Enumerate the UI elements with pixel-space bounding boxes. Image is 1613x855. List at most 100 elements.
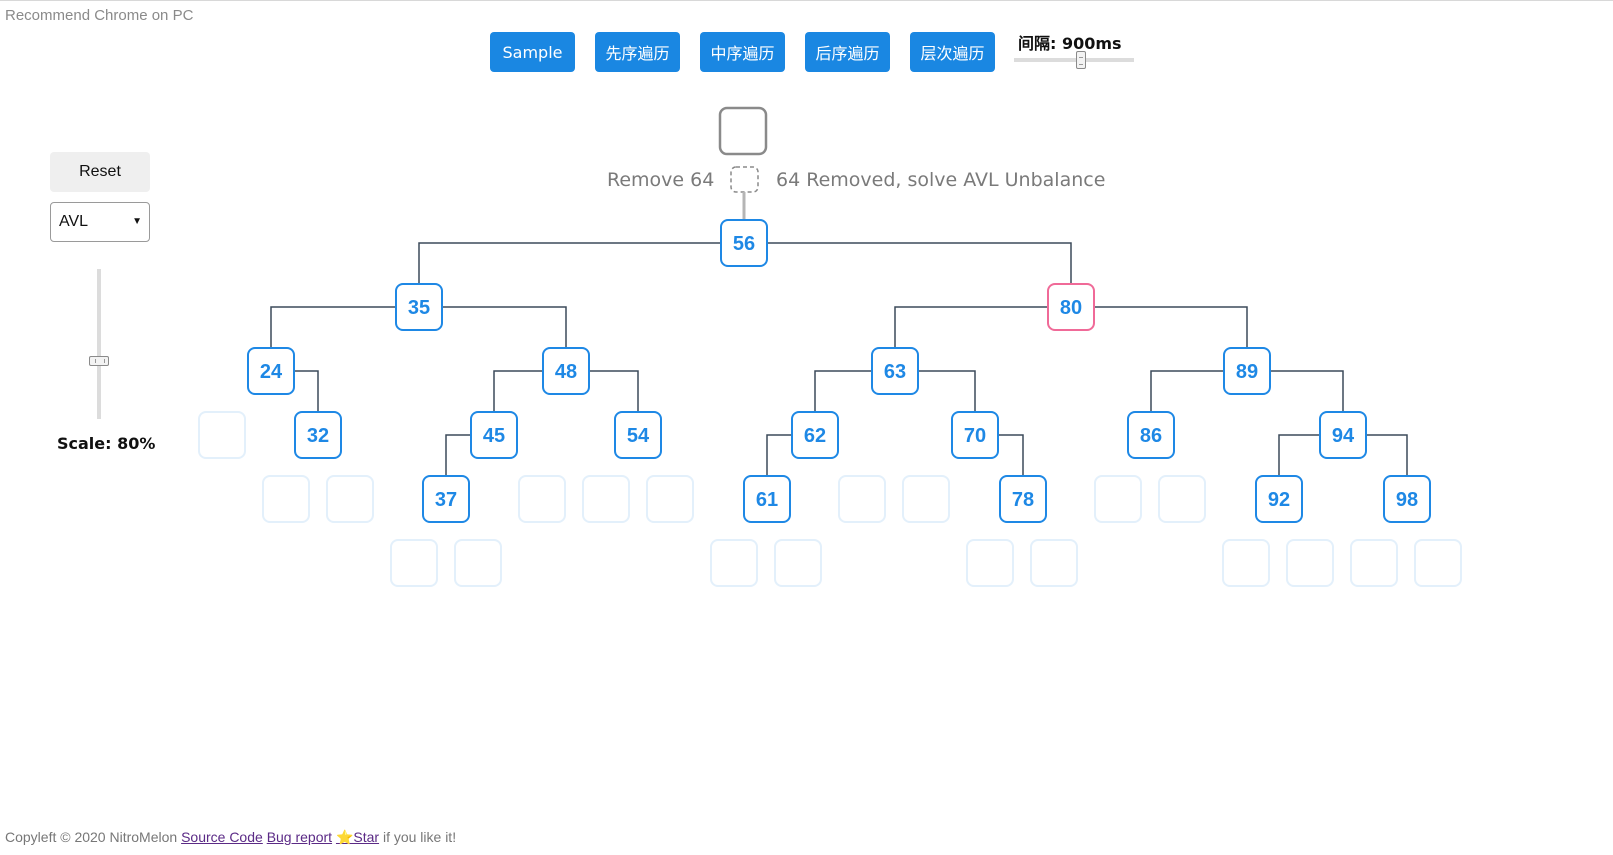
tree-node-box [999, 475, 1047, 523]
tree-node-value: 98 [1396, 489, 1418, 511]
footer: Copyleft © 2020 NitroMelon Source Code B… [5, 829, 456, 846]
tree-node-value: 32 [307, 425, 329, 447]
tree-node-box [1127, 411, 1175, 459]
tree-edge [1150, 370, 1224, 412]
tree-edge [294, 370, 319, 412]
tree-edge [418, 242, 721, 284]
empty-slot [326, 475, 374, 523]
empty-slot [902, 475, 950, 523]
star-link[interactable]: ⭐Star [335, 829, 380, 845]
tree-node[interactable]: 89 [1223, 347, 1271, 395]
tree-node-value: 94 [1332, 425, 1355, 447]
tree-node[interactable]: 78 [999, 475, 1047, 523]
reset-button[interactable]: Reset [50, 152, 150, 192]
tree-edge [589, 370, 639, 412]
tree-node-box [951, 411, 999, 459]
tree-edge [445, 434, 471, 476]
tree-type-select[interactable]: AVL ▼ [50, 202, 150, 242]
tree-node[interactable]: 62 [791, 411, 839, 459]
dropdown-arrow-icon: ▼ [132, 216, 142, 227]
tree-node-box [1047, 283, 1095, 331]
tree-node-box [614, 411, 662, 459]
empty-slot [454, 539, 502, 587]
tree-node[interactable]: 37 [422, 475, 470, 523]
tree-edge [442, 306, 567, 348]
interval-slider-thumb[interactable] [1076, 51, 1086, 69]
tree-node[interactable]: 61 [743, 475, 791, 523]
footer-copyright: Copyleft © 2020 NitroMelon [5, 829, 178, 845]
postorder-traversal-button[interactable]: 后序遍历 [805, 32, 890, 72]
empty-slot [262, 475, 310, 523]
interval-slider-track[interactable] [1014, 58, 1134, 62]
tree-edge [1270, 370, 1344, 412]
inorder-traversal-button[interactable]: 中序遍历 [700, 32, 785, 72]
tree-node[interactable]: 80 [1047, 283, 1095, 331]
tree-node-value: 45 [483, 425, 505, 447]
empty-slot [518, 475, 566, 523]
tree-node-value: 62 [804, 425, 826, 447]
tree-node-box [294, 411, 342, 459]
tree-node-box [422, 475, 470, 523]
tree-node-value: 24 [260, 361, 283, 383]
tree-node-value: 80 [1060, 297, 1082, 319]
tree-node-value: 54 [627, 425, 650, 447]
tree-node-box [470, 411, 518, 459]
tree-node[interactable]: 70 [951, 411, 999, 459]
status-message: 64 Removed, solve AVL Unbalance [776, 169, 1106, 191]
scale-slider-thumb[interactable] [89, 356, 109, 366]
footer-tail: if you like it! [382, 829, 457, 845]
empty-slot [1094, 475, 1142, 523]
tree-node[interactable]: 24 [247, 347, 295, 395]
tree-node-box [871, 347, 919, 395]
tree-node[interactable]: 63 [871, 347, 919, 395]
empty-slot [774, 539, 822, 587]
tree-node-box [1255, 475, 1303, 523]
tree-node[interactable]: 56 [720, 219, 768, 267]
status-action: Remove 64 [607, 169, 715, 191]
bug-report-link[interactable]: Bug report [266, 829, 333, 845]
empty-slot [198, 411, 246, 459]
tree-node[interactable]: 94 [1319, 411, 1367, 459]
empty-slot [838, 475, 886, 523]
tree-node-value: 56 [733, 233, 755, 255]
empty-slot [1414, 539, 1462, 587]
tree-node-box [791, 411, 839, 459]
tree-edge [766, 434, 792, 476]
browser-hint: Recommend Chrome on PC [5, 7, 194, 24]
empty-slot [1222, 539, 1270, 587]
removed-node-placeholder [730, 166, 759, 193]
tree-node-box [1223, 347, 1271, 395]
empty-slot [1350, 539, 1398, 587]
insert-slot-box [718, 106, 768, 156]
tree-node[interactable]: 92 [1255, 475, 1303, 523]
tree-node-box [743, 475, 791, 523]
preorder-traversal-button[interactable]: 先序遍历 [595, 32, 680, 72]
tree-node[interactable]: 54 [614, 411, 662, 459]
tree-node-value: 78 [1012, 489, 1034, 511]
tree-node[interactable]: 48 [542, 347, 590, 395]
tree-node[interactable]: 32 [294, 411, 342, 459]
tree-node-value: 35 [408, 297, 430, 319]
empty-slot [966, 539, 1014, 587]
tree-node[interactable]: 86 [1127, 411, 1175, 459]
tree-node[interactable]: 98 [1383, 475, 1431, 523]
source-code-link[interactable]: Source Code [181, 829, 263, 845]
tree-node-value: 92 [1268, 489, 1290, 511]
tree-node-value: 37 [435, 489, 457, 511]
levelorder-traversal-button[interactable]: 层次遍历 [910, 32, 995, 72]
tree-node-value: 63 [884, 361, 906, 383]
tree-node-value: 61 [756, 489, 778, 511]
tree-type-value: AVL [59, 213, 89, 230]
empty-slot [1158, 475, 1206, 523]
scale-slider-track[interactable] [97, 269, 101, 419]
tree-node-value: 48 [555, 361, 577, 383]
empty-slot [582, 475, 630, 523]
tree-node[interactable]: 45 [470, 411, 518, 459]
tree-edge [1094, 306, 1248, 348]
tree-edge [918, 370, 976, 412]
tree-node-value: 86 [1140, 425, 1162, 447]
sample-button[interactable]: Sample [490, 32, 575, 72]
tree-edge [998, 434, 1024, 476]
tree-node[interactable]: 35 [395, 283, 443, 331]
